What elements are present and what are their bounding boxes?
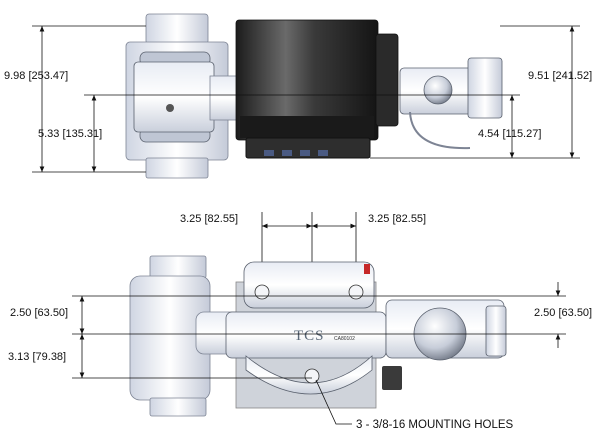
top-view: 9.98 [253.47] 5.33 [135.31] 9.51 [241.52… (4, 13, 592, 179)
part-label: CA80102 (334, 336, 355, 342)
motor-top (235, 19, 399, 159)
tcs-logo: TCS (294, 328, 325, 344)
bottom-view: TCS CA80102 3.25 [82.55] 3.25 [82.55] 2.… (8, 212, 592, 431)
dim-offset-right: 2.50 [63.50] (534, 307, 592, 319)
mounting-holes-note: 3 - 3/8-16 MOUNTING HOLES (356, 419, 514, 431)
pump-head-top (125, 13, 239, 179)
valve-assembly-bottom (382, 299, 507, 390)
dim-spacing-left: 3.25 [82.55] (180, 213, 238, 225)
dim-centerline-left: 5.33 [135.31] (38, 128, 102, 140)
leader-line (315, 379, 352, 425)
valve-assembly-top (399, 57, 503, 150)
dim-offset-left: 2.50 [63.50] (10, 307, 68, 319)
dim-overall-height-left: 9.98 [253.47] (4, 70, 68, 82)
dim-spacing-right: 3.25 [82.55] (368, 213, 426, 225)
dim-offset-lower: 3.13 [79.38] (8, 351, 66, 363)
dim-overall-height-right: 9.51 [241.52] (528, 70, 592, 82)
pump-body-bottom: TCS CA80102 (225, 261, 387, 409)
pump-cylinder-bottom (129, 255, 243, 417)
dim-centerline-right: 4.54 [115.27] (478, 128, 541, 140)
